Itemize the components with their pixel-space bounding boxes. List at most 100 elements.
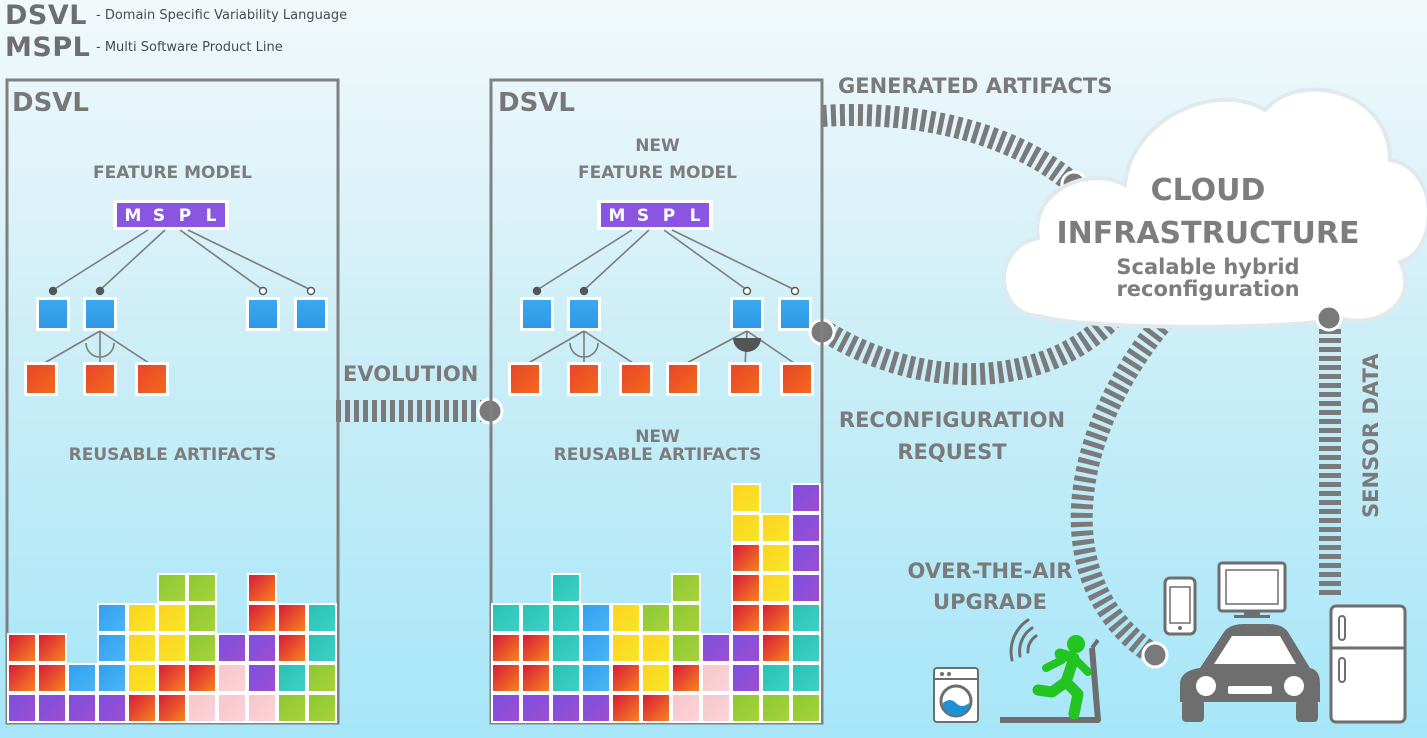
reconfiguration-connector: [820, 304, 1127, 386]
artifact-block: [763, 575, 789, 601]
artifact-block: [673, 605, 699, 631]
mandatory-marker: [95, 286, 105, 296]
artifact-block: [249, 635, 275, 661]
artifact-block: [189, 575, 215, 601]
artifact-block: [793, 485, 819, 511]
artifact-block: [733, 695, 759, 721]
artifact-block: [523, 635, 549, 661]
optional-marker: [306, 286, 316, 296]
artifact-block: [129, 635, 155, 661]
ota-label-1: OVER-THE-AIR: [907, 559, 1073, 583]
artifact-block: [219, 695, 245, 721]
artifact-block: [129, 695, 155, 721]
feature-edge: [671, 229, 796, 291]
artifact-block: [733, 665, 759, 691]
subfeature-node: [570, 365, 598, 393]
subfeature-node: [731, 365, 759, 393]
artifact-block: [39, 635, 65, 661]
feature-node: [39, 300, 67, 328]
connectors: [336, 103, 1341, 665]
root-node: [117, 203, 225, 227]
cloud-title-1: CLOUD: [1150, 173, 1266, 208]
artifact-block: [733, 605, 759, 631]
mandatory-marker: [579, 286, 589, 296]
artifact-block: [763, 635, 789, 661]
feature-node: [733, 300, 761, 328]
artifact-block: [553, 695, 579, 721]
artifact-block: [763, 515, 789, 541]
artifact-block: [189, 665, 215, 691]
legend-abbr-dsvl: DSVL: [5, 0, 87, 31]
artifact-block: [159, 635, 185, 661]
feature-edge: [663, 229, 748, 291]
root-letter: L: [690, 206, 701, 226]
generated-artifacts-connector: [821, 103, 1080, 192]
artifact-block: [553, 605, 579, 631]
ota-endpoint: [1141, 641, 1169, 669]
artifact-block: [613, 665, 639, 691]
subfeature-node: [27, 365, 55, 393]
sensor-data-label: SENSOR DATA: [1359, 353, 1383, 518]
artifact-block: [279, 635, 305, 661]
artifact-block: [129, 665, 155, 691]
wifi-icon: [1009, 618, 1038, 662]
feature-node: [570, 300, 598, 328]
artifact-block: [763, 665, 789, 691]
artifact-block: [249, 575, 275, 601]
feature-edge: [179, 229, 264, 291]
root-letter: L: [206, 206, 217, 226]
subfeature-node: [511, 365, 539, 393]
artifact-block: [733, 545, 759, 571]
artifact-block: [763, 695, 789, 721]
artifact-block: [583, 665, 609, 691]
artifact-block: [703, 695, 729, 721]
artifact-stack-right: [491, 483, 821, 723]
artifact-block: [159, 605, 185, 631]
artifact-block: [69, 695, 95, 721]
right-feature-model-label: FEATURE MODEL: [577, 163, 737, 183]
artifact-block: [99, 665, 125, 691]
artifact-block: [643, 695, 669, 721]
artifact-block: [613, 635, 639, 661]
artifact-block: [249, 605, 275, 631]
artifact-block: [583, 605, 609, 631]
artifact-block: [733, 575, 759, 601]
feature-node: [249, 300, 277, 328]
root-letter: M: [609, 206, 626, 226]
artifact-block: [39, 665, 65, 691]
feature-edge: [52, 229, 149, 291]
root-letter: M: [125, 206, 142, 226]
legend-def-dsvl: - Domain Specific Variability Language: [96, 8, 348, 23]
artifact-block: [733, 635, 759, 661]
subfeature-edge: [583, 330, 637, 366]
artifact-block: [249, 695, 275, 721]
alternative-arc: [569, 342, 599, 358]
alternative-arc: [85, 342, 115, 358]
artifact-block: [9, 635, 35, 661]
reconfiguration-label: RECONFIGURATION: [838, 408, 1066, 432]
feature-edge: [536, 229, 633, 291]
artifact-block: [279, 695, 305, 721]
mandatory-marker: [48, 286, 58, 296]
smartphone-icon: [1163, 576, 1197, 636]
subfeature-edge: [99, 330, 153, 366]
request-label: REQUEST: [897, 440, 1007, 464]
artifact-block: [159, 695, 185, 721]
artifact-block: [493, 665, 519, 691]
subfeature-edge: [682, 330, 748, 366]
artifact-block: [523, 605, 549, 631]
optional-marker: [790, 286, 800, 296]
artifact-block: [39, 695, 65, 721]
subfeature-node: [622, 365, 650, 393]
root-letter: S: [637, 206, 649, 226]
artifact-block: [643, 605, 669, 631]
monitor-icon: [1217, 561, 1287, 618]
artifact-block: [219, 635, 245, 661]
artifact-block: [309, 665, 335, 691]
artifact-block: [493, 695, 519, 721]
artifact-block: [219, 665, 245, 691]
artifact-stack-left: [7, 573, 337, 723]
legend-abbr-mspl: MSPL: [5, 32, 91, 63]
cloud-subtitle-1: Scalable hybrid: [1116, 255, 1300, 279]
artifact-block: [523, 665, 549, 691]
